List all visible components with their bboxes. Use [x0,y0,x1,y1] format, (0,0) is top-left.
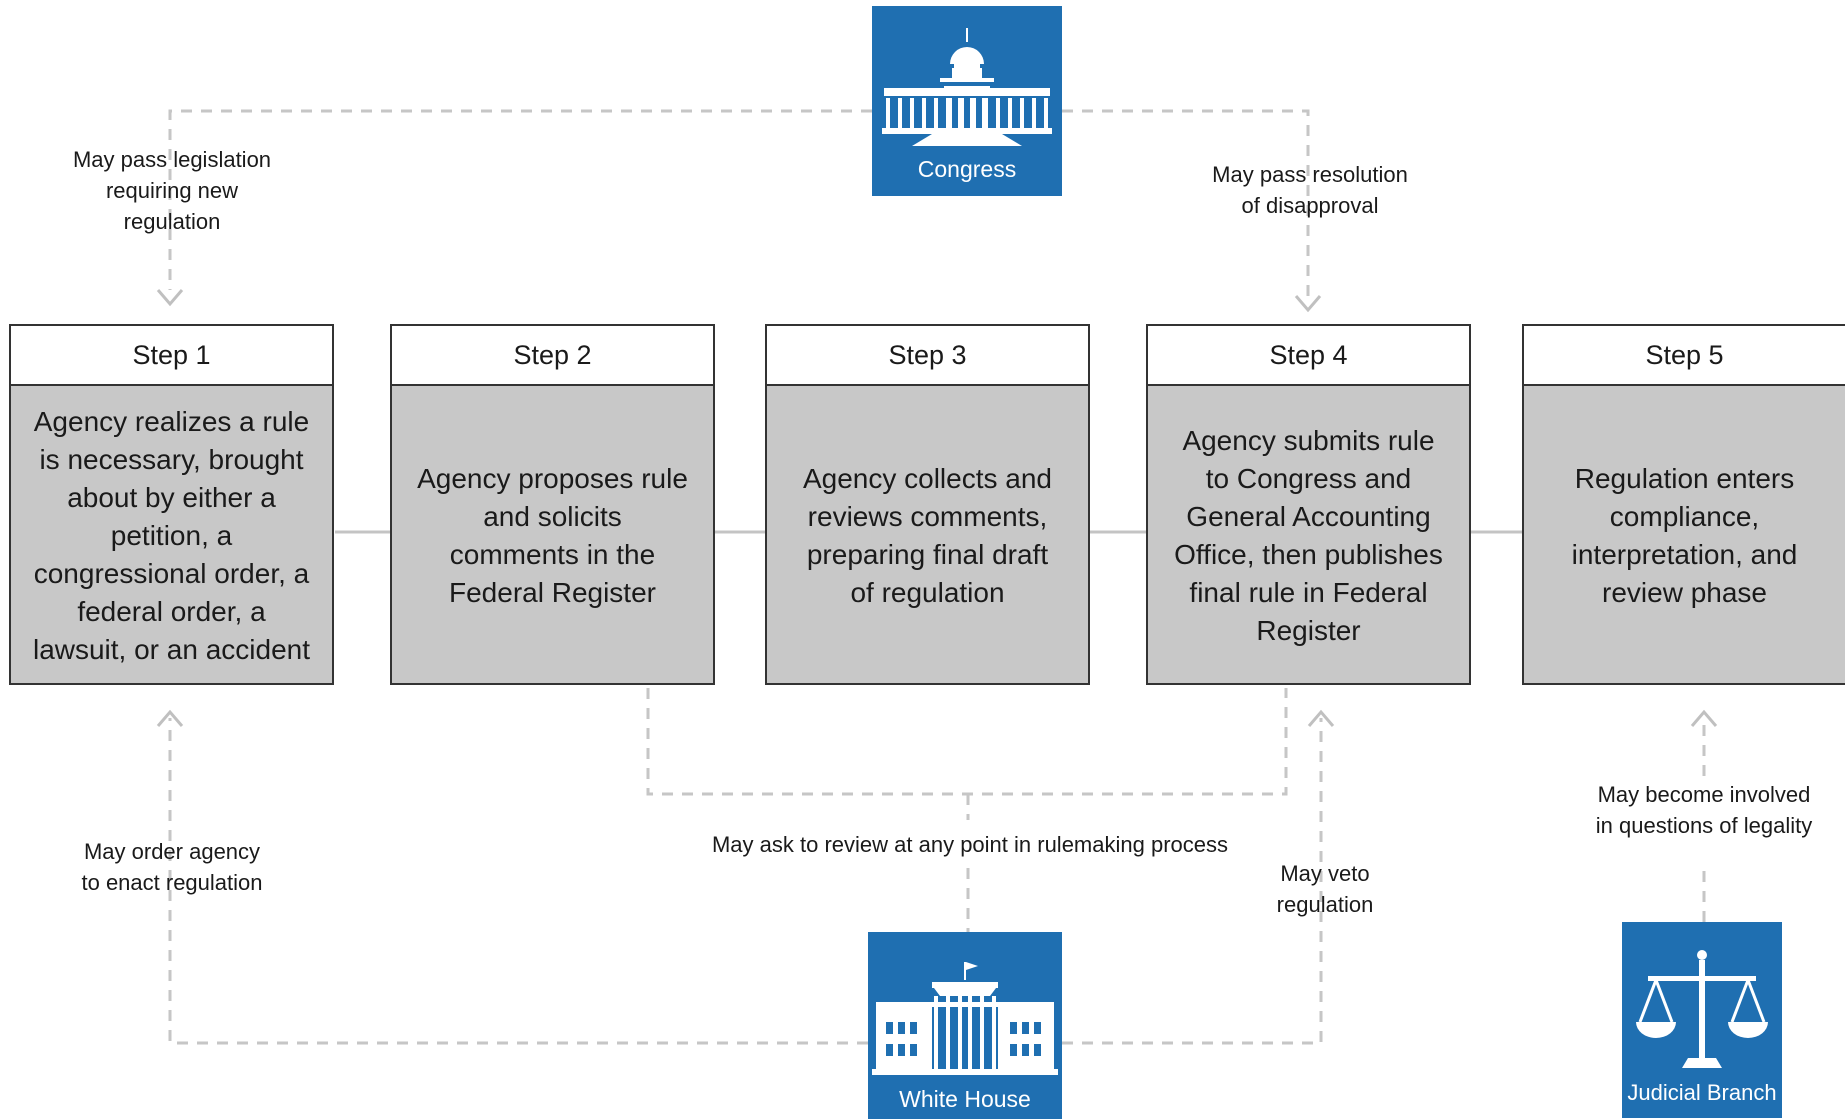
congress-entity: Congress [872,6,1062,196]
step-5-box: Step 5 Regulation enters compliance, int… [1522,324,1845,685]
white-house-icon [872,962,1058,1075]
step-1-box: Step 1 Agency realizes a rule is necessa… [9,324,334,685]
step-3-title: Step 3 [767,326,1088,386]
congress-legislation-label: May pass legislation requiring new regul… [72,147,272,234]
white-house-entity: White House [868,932,1062,1119]
arrow-up-step5 [1690,709,1718,727]
wh-order-label: May order agency to enact regulation [81,839,263,895]
step-3-text: Agency collects and reviews comments, pr… [802,462,1053,608]
arrow-down-step1 [156,289,184,307]
step-5-text: Regulation enters compliance, interpreta… [1571,462,1798,608]
judicial-legality-label: May become involved in questions of lega… [1595,782,1813,838]
judicial-entity: Judicial Branch [1622,922,1782,1118]
step-3-box: Step 3 Agency collects and reviews comme… [765,324,1090,685]
wh-to-step4-veto-line [1062,718,1323,1045]
step-2-text: Agency proposes rule and solicits commen… [417,462,688,608]
judicial-label: Judicial Branch [1627,1080,1777,1105]
congress-disapproval-label: May pass resolution of disapproval [1212,162,1408,218]
step-4-text: Agency submits rule to Congress and Gene… [1174,424,1443,646]
step-2-title: Step 2 [392,326,713,386]
step-4-box: Step 4 Agency submits rule to Congress a… [1146,324,1471,685]
wh-veto-label: May veto regulation [1276,861,1374,917]
congress-label: Congress [917,156,1017,182]
step-5-title: Step 5 [1524,326,1845,386]
step-1-text: Agency realizes a rule is necessary, bro… [32,405,311,665]
step-4-title: Step 4 [1148,326,1469,386]
step-2-box: Step 2 Agency proposes rule and solicits… [390,324,715,685]
review-bracket-line [646,688,1288,796]
arrow-up-step4 [1307,709,1335,727]
capitol-icon [882,28,1052,146]
arrow-up-step1 [156,709,184,727]
congress-to-step4-line [1062,109,1310,298]
wh-review-label: May ask to review at any point in rulema… [711,832,1228,857]
arrow-down-step4 [1294,295,1322,313]
scales-icon [1636,950,1768,1068]
congress-to-step1-line [168,109,872,290]
step-1-title: Step 1 [11,326,332,386]
white-house-label: White House [899,1086,1031,1112]
